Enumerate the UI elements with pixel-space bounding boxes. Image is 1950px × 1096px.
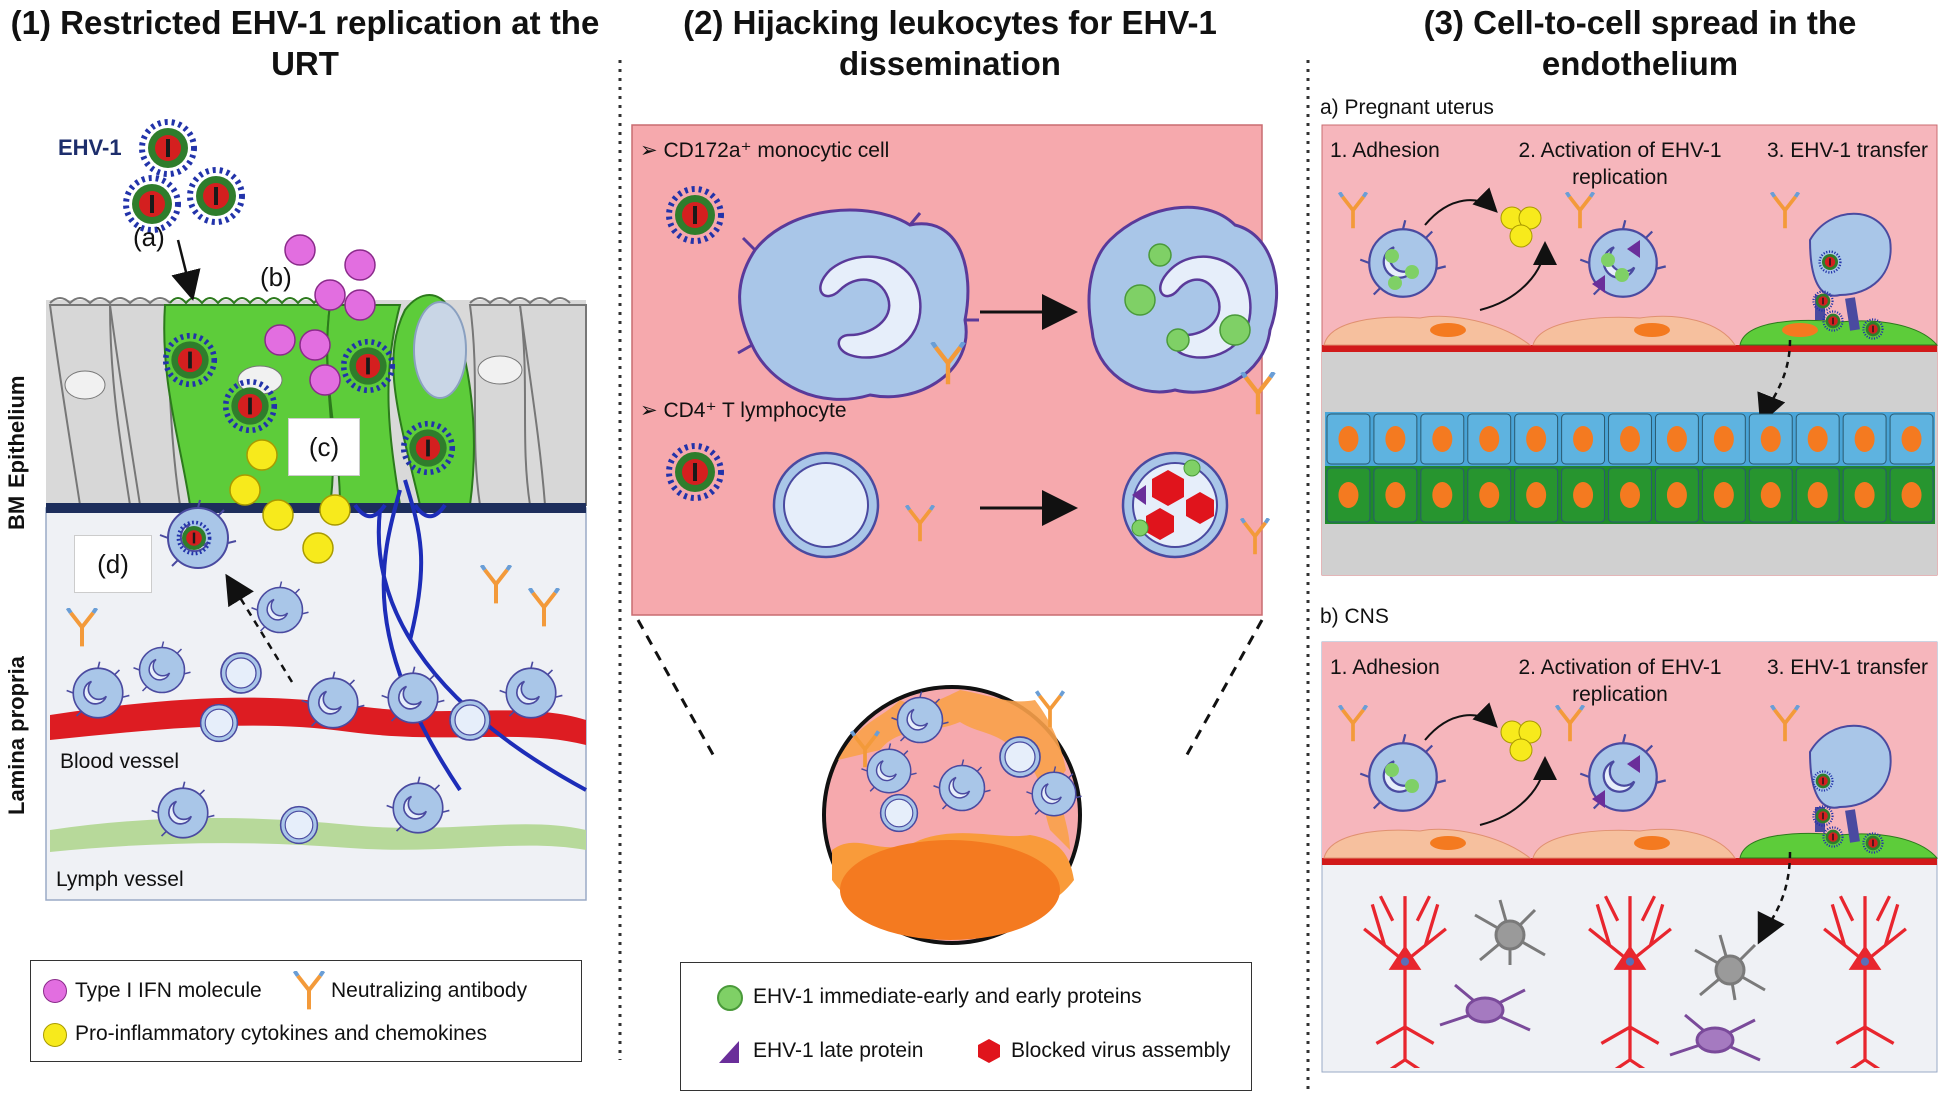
tcell-label: ➢ CD4⁺ T lymphocyte [640, 398, 847, 423]
cell-nucleus [1338, 482, 1359, 508]
late-protein-legend-icon [719, 1041, 739, 1063]
uterus-step3: 3. EHV-1 transfer [1766, 139, 1929, 162]
cell-nucleus [1432, 482, 1453, 508]
panel1-legend: Type I IFN molecule Neutralizing antibod… [30, 960, 582, 1062]
cns-step1: 1. Adhesion [1330, 656, 1440, 679]
panel2-legend: EHV-1 immediate-early and early proteins… [680, 962, 1252, 1091]
ie-proteins-legend-icon [717, 985, 743, 1011]
cns-step3: 3. EHV-1 transfer [1766, 656, 1929, 679]
cell-nucleus [1901, 426, 1922, 452]
lymph-vessel-label: Lymph vessel [56, 868, 184, 891]
cell-nucleus [1526, 482, 1547, 508]
virus-label: EHV-1 [58, 135, 122, 160]
bullet-icon: ➢ [640, 399, 658, 422]
layer-bm-label: BM [4, 495, 29, 530]
tcell-label-text: CD4⁺ T lymphocyte [663, 399, 847, 422]
monocyte-label-text: CD172a⁺ monocytic cell [663, 139, 890, 162]
cell-nucleus [1713, 426, 1734, 452]
cell-nucleus [1760, 482, 1781, 508]
blood-vessel-label: Blood vessel [60, 750, 180, 773]
cell-nucleus [1620, 482, 1640, 508]
cell-nucleus [1338, 426, 1359, 452]
uterus-step2: 2. Activation of EHV-1 replication [1518, 139, 1722, 189]
label-a: (a) [133, 222, 165, 252]
cytokine-legend-icon [43, 1023, 67, 1047]
cell-nucleus [1854, 482, 1875, 508]
cell-nucleus [1620, 426, 1640, 452]
cell-nucleus [1479, 482, 1500, 508]
section-b-label: b) CNS [1320, 605, 1389, 628]
legend-ifn: Type I IFN molecule [75, 979, 262, 1002]
cell-nucleus [1666, 482, 1687, 508]
cell-nucleus [1901, 482, 1922, 508]
cell-nucleus [1807, 426, 1828, 452]
cell-nucleus [1573, 426, 1594, 452]
layer-epithelium-label: Epithelium [4, 375, 29, 488]
ifn-molecules [264, 234, 376, 396]
blocked-assembly-legend-icon [978, 1039, 1000, 1063]
bullet-icon: ➢ [640, 139, 658, 162]
cns-step2: 2. Activation of EHV-1 replication [1518, 656, 1722, 706]
cell-nucleus [1713, 482, 1734, 508]
cell-nucleus [1573, 482, 1594, 508]
cell-nucleus [1854, 426, 1875, 452]
section-a-label: a) Pregnant uterus [1320, 96, 1494, 119]
cell-nucleus [1807, 482, 1828, 508]
cell-nucleus [1479, 426, 1500, 452]
cytokine-molecules [229, 439, 351, 564]
cell-nucleus [1432, 426, 1453, 452]
legend-antibody: Neutralizing antibody [331, 979, 528, 1002]
cell-nucleus [1666, 426, 1687, 452]
cell-nucleus [1526, 426, 1547, 452]
cell-nucleus [1385, 482, 1406, 508]
label-b: (b) [260, 262, 292, 292]
monocyte-label: ➢ CD172a⁺ monocytic cell [640, 138, 889, 163]
cell-nucleus [1385, 426, 1406, 452]
legend-ie-proteins: EHV-1 immediate-early and early proteins [753, 985, 1142, 1008]
panel1-title: (1) Restricted EHV-1 replication at the … [10, 4, 600, 82]
antibody-legend-icon [293, 971, 325, 1011]
uterus-step1: 1. Adhesion [1330, 139, 1440, 162]
legend-late-protein: EHV-1 late protein [753, 1039, 924, 1062]
label-d: (d) [74, 535, 152, 593]
legend-cytokines: Pro-inflammatory cytokines and chemokine… [75, 1022, 488, 1045]
layer-lamina-label: Lamina propria [4, 656, 29, 815]
label-c: (c) [288, 418, 360, 476]
ifn-legend-icon [43, 979, 67, 1003]
legend-blocked: Blocked virus assembly [1011, 1039, 1231, 1062]
cell-nucleus [1760, 426, 1781, 452]
panel3-title: (3) Cell-to-cell spread in the endotheli… [1423, 4, 1857, 82]
panel2-title: (2) Hijacking leukocytes for EHV-1 disse… [683, 4, 1217, 82]
